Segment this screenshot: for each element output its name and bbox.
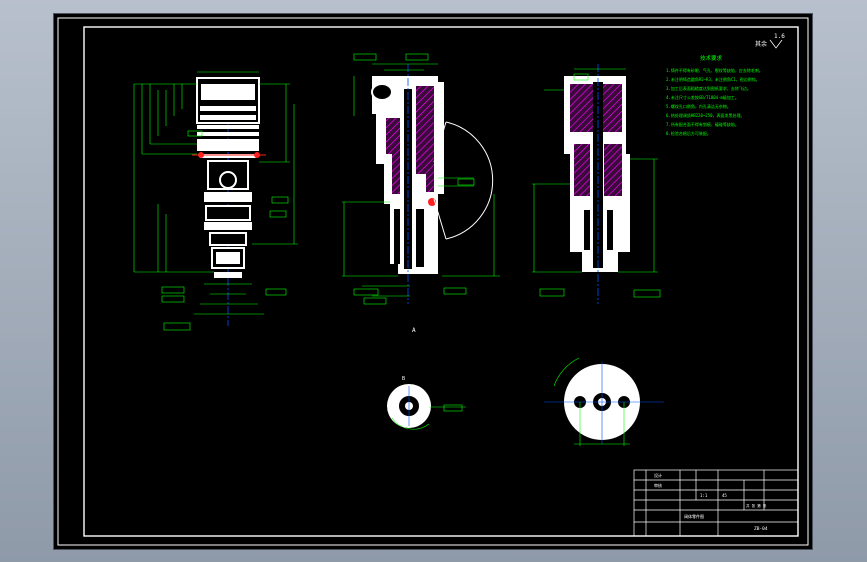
view-mark-label: A—A xyxy=(574,381,585,388)
section-view xyxy=(371,64,494,304)
detail-view-small xyxy=(387,384,466,430)
front-view-dimensions xyxy=(133,71,298,331)
note-line: 6.热处理调质HB220~250，表面发黑处理。 xyxy=(666,112,745,118)
note-line: 5.螺纹孔口倒角，内孔清洁无杂物。 xyxy=(666,103,731,109)
section-view-dimensions xyxy=(342,53,500,305)
roughness-symbol: 其余 1.6 xyxy=(755,33,785,49)
outer-frame xyxy=(57,17,809,546)
cad-viewport[interactable]: 其余 1.6 xyxy=(54,14,812,549)
note-line: 1.铸件不得有砂眼、气孔、裂纹等缺陷，应去除毛刺。 xyxy=(666,67,763,73)
flange-view xyxy=(544,357,664,446)
note-line: 4.未注尺寸公差按GB/T1804-m级加工。 xyxy=(666,94,739,100)
drawing-canvas: 其余 1.6 xyxy=(57,17,809,546)
svg-text:其余: 其余 xyxy=(755,40,767,48)
note-line: 8.检验合格后方可装配。 xyxy=(666,130,711,136)
technical-notes: 技术要求 1.铸件不得有砂眼、气孔、裂纹等缺陷，应去除毛刺。 2.未注明铸造圆角… xyxy=(666,54,763,136)
svg-text:1.6: 1.6 xyxy=(774,33,785,40)
part-name: 阀体零件图 xyxy=(684,513,704,519)
side-view xyxy=(564,64,630,304)
note-line: 7.所有配合面不得有划痕、磕碰等缺陷。 xyxy=(666,121,739,127)
side-view-dimensions xyxy=(532,68,661,298)
title-material: 45 xyxy=(722,493,727,498)
drawing-number: ZB-04 xyxy=(754,526,768,532)
inner-frame xyxy=(83,26,799,537)
notes-title: 技术要求 xyxy=(700,54,723,62)
title-sheet: 共 张 第 张 xyxy=(746,503,767,508)
section-mark-label: A xyxy=(412,327,416,334)
front-view xyxy=(192,77,266,326)
detail-mark-label: B xyxy=(402,376,405,382)
title-scale: 1:1 xyxy=(700,493,708,498)
note-line: 2.未注明铸造圆角R2~R3，未注倒角C1，锐边倒钝。 xyxy=(666,76,760,82)
title-checker: 审核 xyxy=(654,482,662,488)
title-block xyxy=(633,469,799,537)
title-designer: 设计 xyxy=(654,472,662,478)
note-line: 3.加工后表面粗糙度达到图纸要求，去除飞边。 xyxy=(666,85,751,91)
